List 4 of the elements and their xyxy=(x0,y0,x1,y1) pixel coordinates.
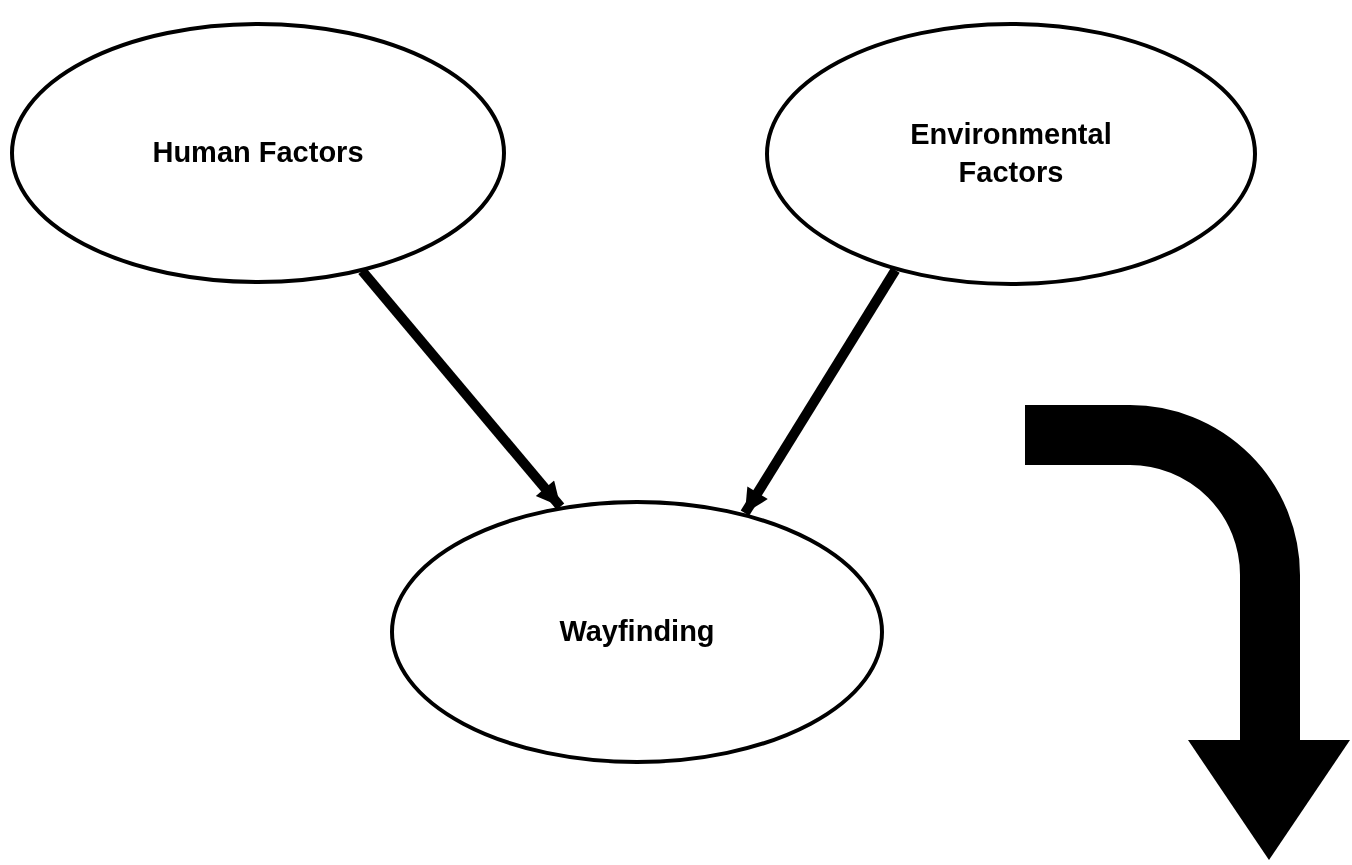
node-label: Environmental Factors xyxy=(909,117,1113,190)
arrow xyxy=(740,267,900,516)
node-label: Human Factors xyxy=(152,135,364,171)
node-label: Wayfinding xyxy=(559,614,715,650)
